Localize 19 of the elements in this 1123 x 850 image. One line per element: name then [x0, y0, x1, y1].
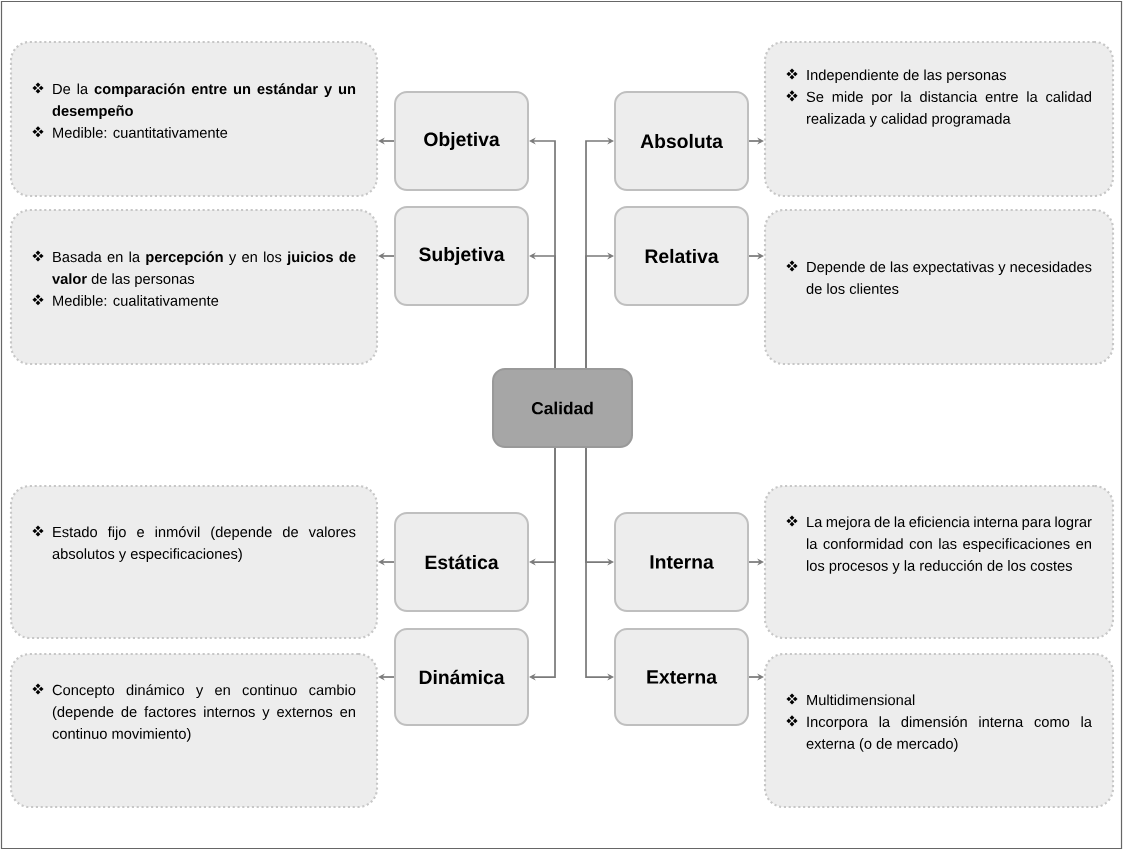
category-box: Objetiva — [394, 91, 529, 191]
description-box: Basada en la percepción y en los juicios de valor de las personas Medible: cualitativamente — [9, 208, 379, 366]
description-box: Multidimensional Incorpora la dimensión interna como la externa (o de mercado) — [763, 652, 1115, 809]
category-box: Dinámica — [394, 628, 529, 726]
arrow — [585, 252, 614, 369]
description-box: Independiente de las personas Se mide por la distancia entre la calidad realizada y calidad programada — [763, 40, 1115, 198]
category-box: Estática — [394, 512, 529, 612]
center-box: Calidad — [492, 368, 633, 448]
description-box: La mejora de la eficiencia interna para lograr la conformidad con las especificaciones en los procesos y la reducción de los costes — [763, 484, 1115, 640]
description-box: Estado fijo e inmóvil (depende de valores absolutos y especificaciones) — [9, 484, 379, 640]
category-box: Absoluta — [614, 91, 749, 191]
arrow — [529, 447, 556, 681]
category-box: Externa — [614, 628, 749, 726]
category-box: Interna — [614, 512, 749, 612]
category-box: Subjetiva — [394, 206, 529, 306]
description-box: De la comparación entre un estándar y un desempeño Medible: cuantitativamente — [9, 40, 379, 198]
category-box: Relativa — [614, 206, 749, 306]
description-box: Concepto dinámico y en continuo cambio (depende de factores internos y externos en continuo movimiento) — [9, 652, 379, 809]
description-box: Depende de las expectativas y necesidades de los clientes — [763, 208, 1115, 366]
